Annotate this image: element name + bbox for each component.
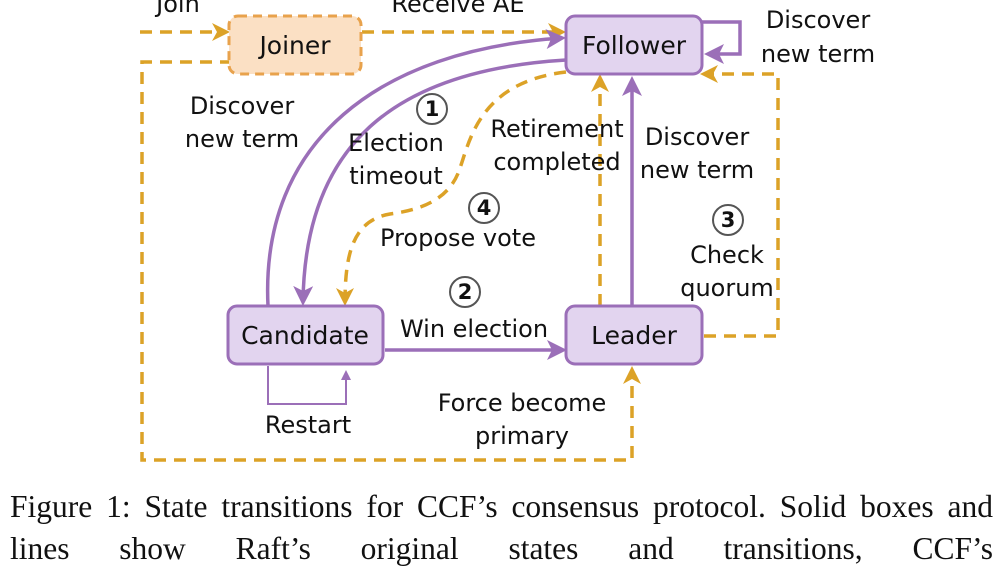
marker-4: 4: [468, 192, 500, 224]
candidate-state: Candidate: [226, 304, 385, 366]
svg-text:3: 3: [721, 208, 736, 232]
receive-ae-label: Receive AE: [391, 0, 524, 18]
check-quorum-label-1: Check: [690, 241, 764, 269]
follower-discover-label-1: Discover: [766, 6, 871, 34]
election-timeout-arrow: [293, 58, 567, 306]
marker-2: 2: [449, 276, 481, 308]
follower-label: Follower: [582, 31, 687, 60]
force-primary-label-1: Force become: [438, 389, 607, 417]
leader-discover-label-2: new term: [640, 156, 754, 184]
retirement-label-2: completed: [493, 148, 620, 176]
force-primary-label-2: primary: [475, 422, 569, 450]
follower-self-loop: [702, 20, 742, 64]
follower-discover-label-2: new term: [761, 40, 875, 68]
propose-vote-arrow: [336, 70, 567, 306]
leader-discover-label-1: Discover: [645, 123, 750, 151]
state-transition-diagram: Joiner Follower Candidate Leader 1 4 2 3…: [140, 0, 875, 462]
check-quorum-arrow: [700, 65, 780, 338]
candidate-discover-arrow: [265, 29, 566, 307]
check-quorum-label-2: quorum: [680, 274, 774, 302]
election-timeout-label-2: timeout: [349, 162, 443, 190]
svg-text:2: 2: [458, 280, 473, 304]
candidate-label: Candidate: [241, 321, 369, 350]
joiner-state: Joiner: [227, 14, 363, 76]
joiner-label: Joiner: [257, 31, 331, 60]
propose-vote-label: Propose vote: [380, 224, 536, 252]
marker-1: 1: [416, 93, 448, 125]
marker-3: 3: [712, 204, 744, 236]
svg-text:1: 1: [425, 97, 440, 121]
election-timeout-label-1: Election: [348, 129, 444, 157]
join-label: Join: [154, 0, 200, 18]
follower-state: Follower: [564, 14, 704, 76]
figure-caption: Figure 1: State transitions for CCF’s co…: [10, 489, 993, 566]
leader-state: Leader: [564, 304, 704, 366]
svg-text:4: 4: [477, 196, 492, 220]
leader-label: Leader: [591, 321, 677, 350]
candidate-discover-label-1: Discover: [190, 92, 295, 120]
retirement-label-1: Retirement: [490, 115, 623, 143]
force-primary-arrow: [140, 60, 641, 462]
restart-label: Restart: [265, 411, 351, 439]
restart-loop: [267, 366, 351, 405]
win-election-label: Win election: [400, 315, 548, 343]
candidate-discover-label-2: new term: [185, 125, 299, 153]
